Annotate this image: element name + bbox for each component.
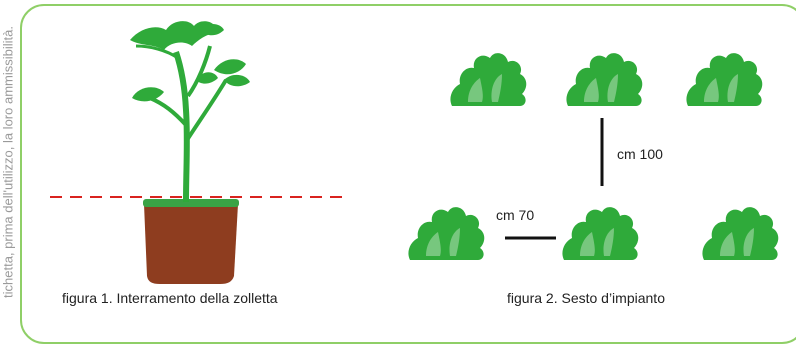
figure2-illustration — [408, 53, 779, 260]
bush-icon — [562, 207, 639, 260]
bush-icon — [408, 207, 485, 260]
figure2-caption: figura 2. Sesto d’impianto — [507, 290, 665, 306]
horizontal-spacing-label: cm 70 — [496, 207, 535, 223]
side-note: tichetta, prima dell'utilizzo, la loro a… — [0, 0, 16, 324]
bush-icon — [702, 207, 779, 260]
vertical-spacing-label: cm 100 — [617, 146, 663, 162]
bush-icon — [450, 53, 527, 106]
figure1-caption: figura 1. Interramento della zolletta — [62, 290, 278, 306]
figure1-illustration — [50, 21, 350, 284]
illustrations — [50, 21, 779, 284]
bush-icon — [686, 53, 763, 106]
pot-icon — [143, 199, 239, 284]
bush-icon — [566, 53, 643, 106]
tomato-plant-icon — [130, 21, 250, 203]
